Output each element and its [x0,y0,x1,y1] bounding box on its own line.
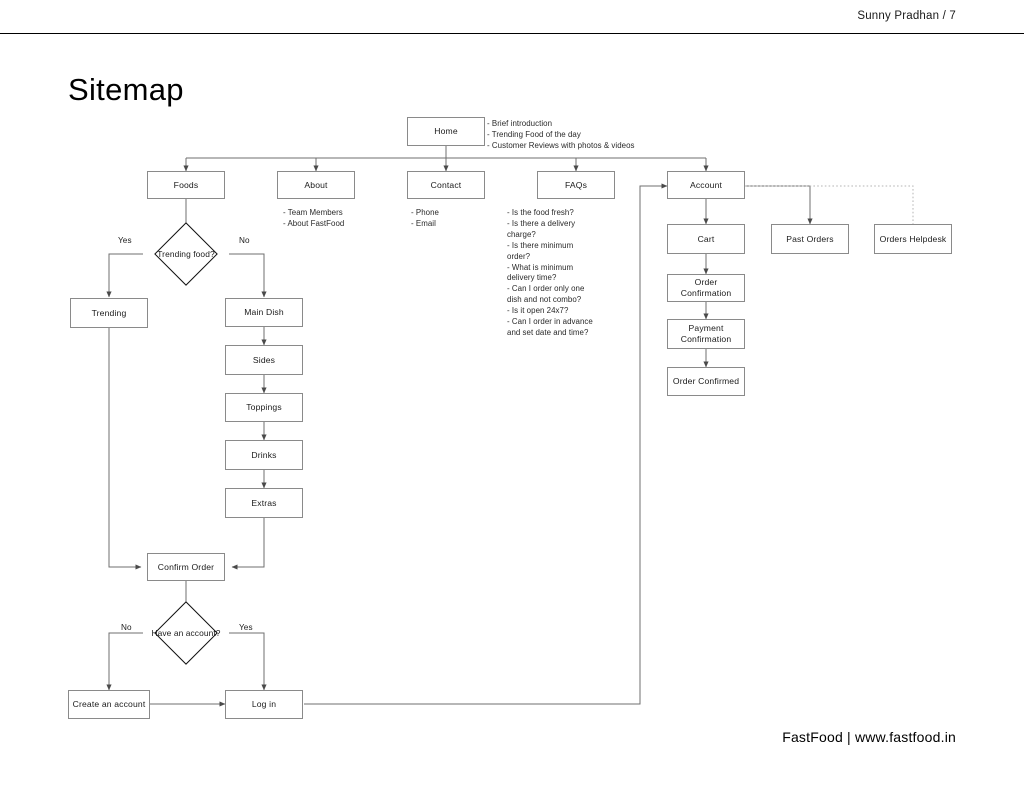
node-orders-helpdesk-label: Orders Helpdesk [879,233,947,244]
node-create-an-account[interactable]: Create an account [68,690,150,719]
node-foods-label: Foods [173,179,199,190]
node-past-orders-label: Past Orders [786,233,834,244]
page-header-author: Sunny Pradhan / 7 [857,10,956,22]
node-confirm-order[interactable]: Confirm Order [147,553,225,581]
node-contact[interactable]: Contact [407,171,485,199]
node-toppings-label: Toppings [246,402,282,413]
node-payment-confirmation[interactable]: Payment Confirmation [667,319,745,349]
node-cart-label: Cart [697,233,715,244]
note-faqs: - Is the food fresh? - Is there a delive… [507,208,593,337]
node-log-in[interactable]: Log in [225,690,303,719]
node-home-label: Home [434,126,458,137]
node-extras-label: Extras [251,497,277,508]
edge-label-account-yes: Yes [239,623,253,632]
edge-label-trending-yes: Yes [118,236,132,245]
node-past-orders[interactable]: Past Orders [771,224,849,254]
node-home[interactable]: Home [407,117,485,146]
node-order-confirmation[interactable]: Order Confirmation [667,274,745,302]
node-payment-confirmation-label: Payment Confirmation [680,323,732,344]
node-about[interactable]: About [277,171,355,199]
node-sides-label: Sides [252,354,276,365]
node-order-confirmation-label: Order Confirmation [680,277,732,298]
node-sides[interactable]: Sides [225,345,303,375]
node-create-an-account-label: Create an account [72,699,146,710]
node-log-in-label: Log in [251,699,277,710]
edge-label-trending-no: No [239,236,250,245]
note-about: - Team Members - About FastFood [283,208,345,228]
node-toppings[interactable]: Toppings [225,393,303,422]
node-account[interactable]: Account [667,171,745,199]
node-extras[interactable]: Extras [225,488,303,518]
node-confirm-order-label: Confirm Order [157,561,215,572]
node-drinks-label: Drinks [251,449,277,460]
decision-have-an-account-label: Have an account? [151,628,221,638]
decision-have-an-account[interactable]: Have an account? [141,601,231,665]
node-foods[interactable]: Foods [147,171,225,199]
decision-trending-food-label: Trending food? [157,249,215,259]
page-title: Sitemap [68,72,184,107]
edge-label-account-no: No [121,623,132,632]
decision-trending-food[interactable]: Trending food? [141,222,231,286]
page-footer: FastFood | www.fastfood.in [782,729,956,745]
node-contact-label: Contact [430,179,462,190]
header-divider [0,33,1024,34]
node-trending-label: Trending [91,307,127,318]
node-faqs[interactable]: FAQs [537,171,615,199]
node-drinks[interactable]: Drinks [225,440,303,470]
node-order-confirmed-label: Order Confirmed [672,376,740,387]
node-cart[interactable]: Cart [667,224,745,254]
node-order-confirmed[interactable]: Order Confirmed [667,367,745,396]
node-faqs-label: FAQs [564,179,588,190]
node-main-dish[interactable]: Main Dish [225,298,303,327]
node-main-dish-label: Main Dish [244,307,284,318]
note-contact: - Phone - Email [411,208,439,228]
node-account-label: Account [689,179,723,190]
note-home: - Brief introduction - Trending Food of … [487,119,635,150]
node-about-label: About [304,179,328,190]
node-trending[interactable]: Trending [70,298,148,328]
node-orders-helpdesk[interactable]: Orders Helpdesk [874,224,952,254]
